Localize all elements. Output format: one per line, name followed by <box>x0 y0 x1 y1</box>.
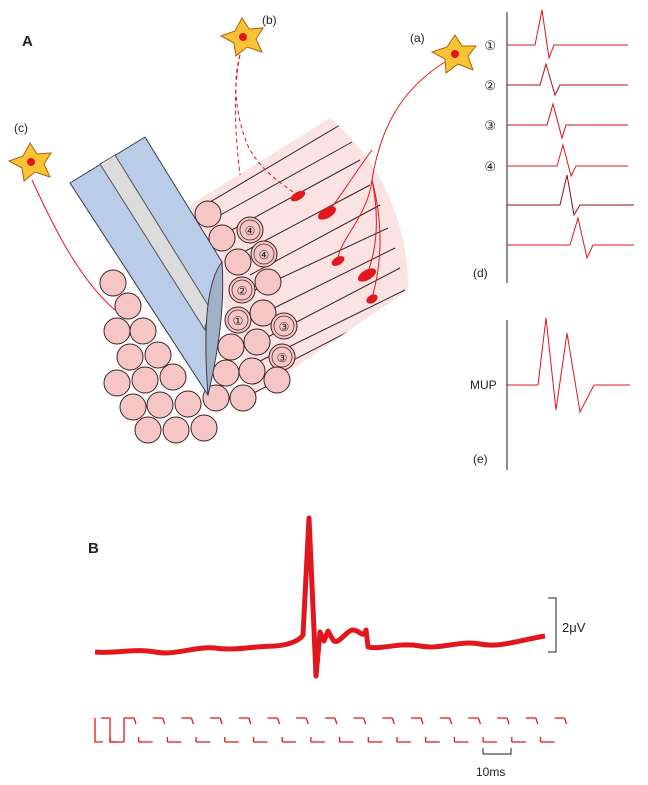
square-wave-path <box>109 717 568 743</box>
fiber-cross-sections <box>99 200 298 444</box>
needle-electrode <box>69 136 224 397</box>
trace-number-label: ② <box>484 78 496 93</box>
neuron-b <box>219 17 264 57</box>
fiber-trace-6 <box>507 216 634 260</box>
end-plates <box>290 190 378 304</box>
panel-a-label: A <box>22 33 33 50</box>
neuron-a <box>430 34 478 74</box>
time-scale-label: 10ms <box>476 765 505 779</box>
axons <box>31 54 446 311</box>
mup-label: MUP <box>470 378 497 392</box>
fiber-number-label: ② <box>237 284 248 298</box>
neuron-c-label: (c) <box>14 121 28 135</box>
mup-trace <box>507 317 630 414</box>
time-scale-bar: 10ms <box>476 748 512 779</box>
neuron-a-label: (a) <box>410 31 425 45</box>
neuron-b-label: (b) <box>262 13 277 27</box>
mup-panel-label: (e) <box>473 452 488 466</box>
amplitude-scale-bar: 2μV <box>548 597 586 653</box>
amplitude-scale-label: 2μV <box>562 620 586 635</box>
fiber-number-label: ① <box>233 314 244 328</box>
fiber-trace-5 <box>507 174 634 217</box>
traces-panel-label: (d) <box>473 266 488 280</box>
trace-number-label: ④ <box>484 159 496 174</box>
fiber-traces-panel: ① ② ③ ④ (d) <box>473 9 634 283</box>
fiber-trace-1 <box>507 9 628 60</box>
neuron-c <box>7 142 52 182</box>
fiber-trace-3 <box>507 102 628 140</box>
fiber-number-label: ④ <box>245 224 256 238</box>
fiber-number-label: ③ <box>279 320 290 334</box>
mup-panel: MUP (e) <box>470 317 630 470</box>
trace-number-label: ① <box>484 38 496 53</box>
time-marker-wave <box>109 717 568 743</box>
fiber-traces <box>507 9 634 260</box>
fiber-number-label: ④ <box>259 248 270 262</box>
trace-number-label: ③ <box>484 118 496 133</box>
emg-trace <box>94 515 546 679</box>
fiber-number-label: ③ <box>277 351 288 365</box>
fiber-trace-4 <box>507 143 628 178</box>
fiber-trace-2 <box>507 62 628 97</box>
panel-b-label: B <box>88 540 99 557</box>
emg-recording <box>94 515 546 679</box>
